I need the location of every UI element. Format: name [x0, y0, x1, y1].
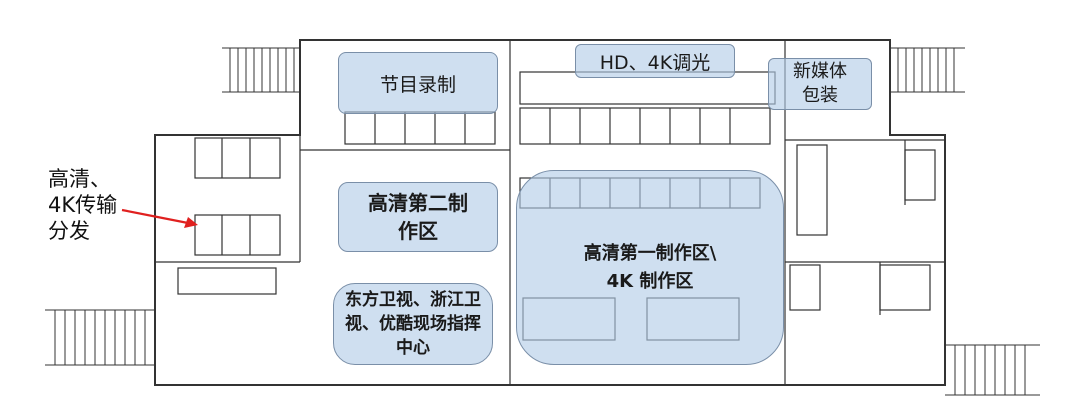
zone-label: 新媒体包装: [793, 61, 847, 106]
zone-command-center: 东方卫视、浙江卫视、优酷现场指挥中心: [333, 283, 493, 365]
zone-hd-first-4k-production: 高清第一制作区\ 4K 制作区: [516, 170, 784, 365]
zone-label: HD、4K调光: [599, 51, 711, 74]
transmission-distribution-label: 高清、4K传输分发: [48, 167, 118, 243]
zone-hd-4k-dimming: HD、4K调光: [575, 44, 735, 78]
red-arrow-icon: [121, 208, 198, 228]
zone-label-line2: 4K 制作区: [606, 270, 694, 292]
zone-program-recording: 节目录制: [338, 52, 498, 114]
zone-label: 东方卫视、浙江卫视、优酷现场指挥中心: [345, 290, 481, 358]
zone-label-line1: 高清第一制作区\: [583, 242, 717, 264]
zone-label: 节目录制: [379, 73, 456, 96]
zone-hd-second-production: 高清第二制作区: [338, 182, 498, 252]
zone-label: 高清第二制作区: [368, 191, 468, 243]
zone-new-media: 新媒体包装: [768, 58, 872, 110]
